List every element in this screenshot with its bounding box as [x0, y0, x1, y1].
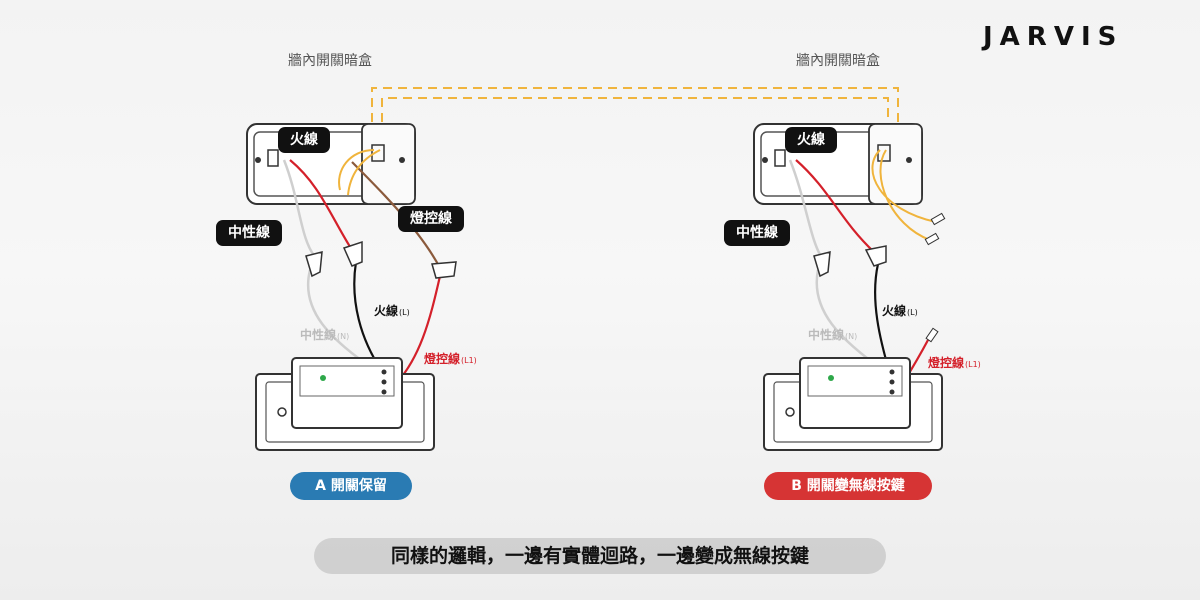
left-wire-nut-3: [431, 261, 457, 279]
left-hot-tag: 火線: [278, 127, 330, 153]
right-traveler-wire: [871, 149, 937, 241]
right-hot-wire: [795, 159, 875, 253]
right-neutral-tag: 中性線: [724, 220, 790, 246]
right-neutral-label: 中性線(N): [808, 326, 857, 343]
left-hot-label: 火線(L): [374, 302, 410, 319]
left-control-label: 燈控線(L1): [424, 350, 477, 367]
right-hot-label-sub: (L): [907, 308, 918, 317]
left-neutral-tag: 中性線: [216, 220, 282, 246]
video-subtitle: 同樣的邏輯，一邊有實體迴路，一邊變成無線按鍵: [314, 538, 886, 574]
left-box-caption: 牆內開關暗盒: [288, 53, 372, 69]
right-wire-cap-2: [924, 232, 940, 246]
right-control-label-sub: (L1): [965, 360, 981, 369]
right-control-label-text: 燈控線: [928, 356, 965, 370]
left-control-label-text: 燈控線: [424, 352, 461, 366]
dashed-connection: [371, 87, 899, 122]
right-hot-label-text: 火線: [882, 304, 907, 318]
left-hot-label-sub: (L): [399, 308, 410, 317]
left-wall-box: [246, 123, 416, 205]
right-wall-box: [753, 123, 923, 205]
left-control-label-sub: (L1): [461, 356, 477, 365]
right-control-label: 燈控線(L1): [928, 354, 981, 371]
left-wire-nut-1: [305, 251, 323, 278]
right-neutral-label-sub: (N): [845, 332, 858, 341]
left-switch-plate: [255, 357, 435, 451]
right-wire-cap-1: [930, 212, 946, 226]
right-wire-nut-1: [813, 251, 831, 278]
left-wire-nut-2: [342, 240, 363, 267]
right-box-caption: 牆內開關暗盒: [796, 53, 880, 69]
left-hot-wire: [289, 159, 353, 251]
left-neutral-label-sub: (N): [337, 332, 350, 341]
right-switch-plate: [763, 357, 943, 451]
right-wire-nut-2: [864, 245, 887, 267]
jarvis-logo: JARVIS: [983, 22, 1124, 52]
right-hot-label: 火線(L): [882, 302, 918, 319]
left-neutral-label-text: 中性線: [300, 328, 337, 342]
left-control-tag: 燈控線: [398, 206, 464, 232]
right-wire-cap-3: [925, 327, 939, 343]
right-neutral-label-text: 中性線: [808, 328, 845, 342]
left-traveler-wire: [338, 149, 381, 196]
option-a-badge: A 開關保留: [290, 472, 412, 500]
left-hot-label-text: 火線: [374, 304, 399, 318]
right-hot-tag: 火線: [785, 127, 837, 153]
option-b-badge: B 開關變無線按鍵: [764, 472, 932, 500]
left-neutral-label: 中性線(N): [300, 326, 349, 343]
